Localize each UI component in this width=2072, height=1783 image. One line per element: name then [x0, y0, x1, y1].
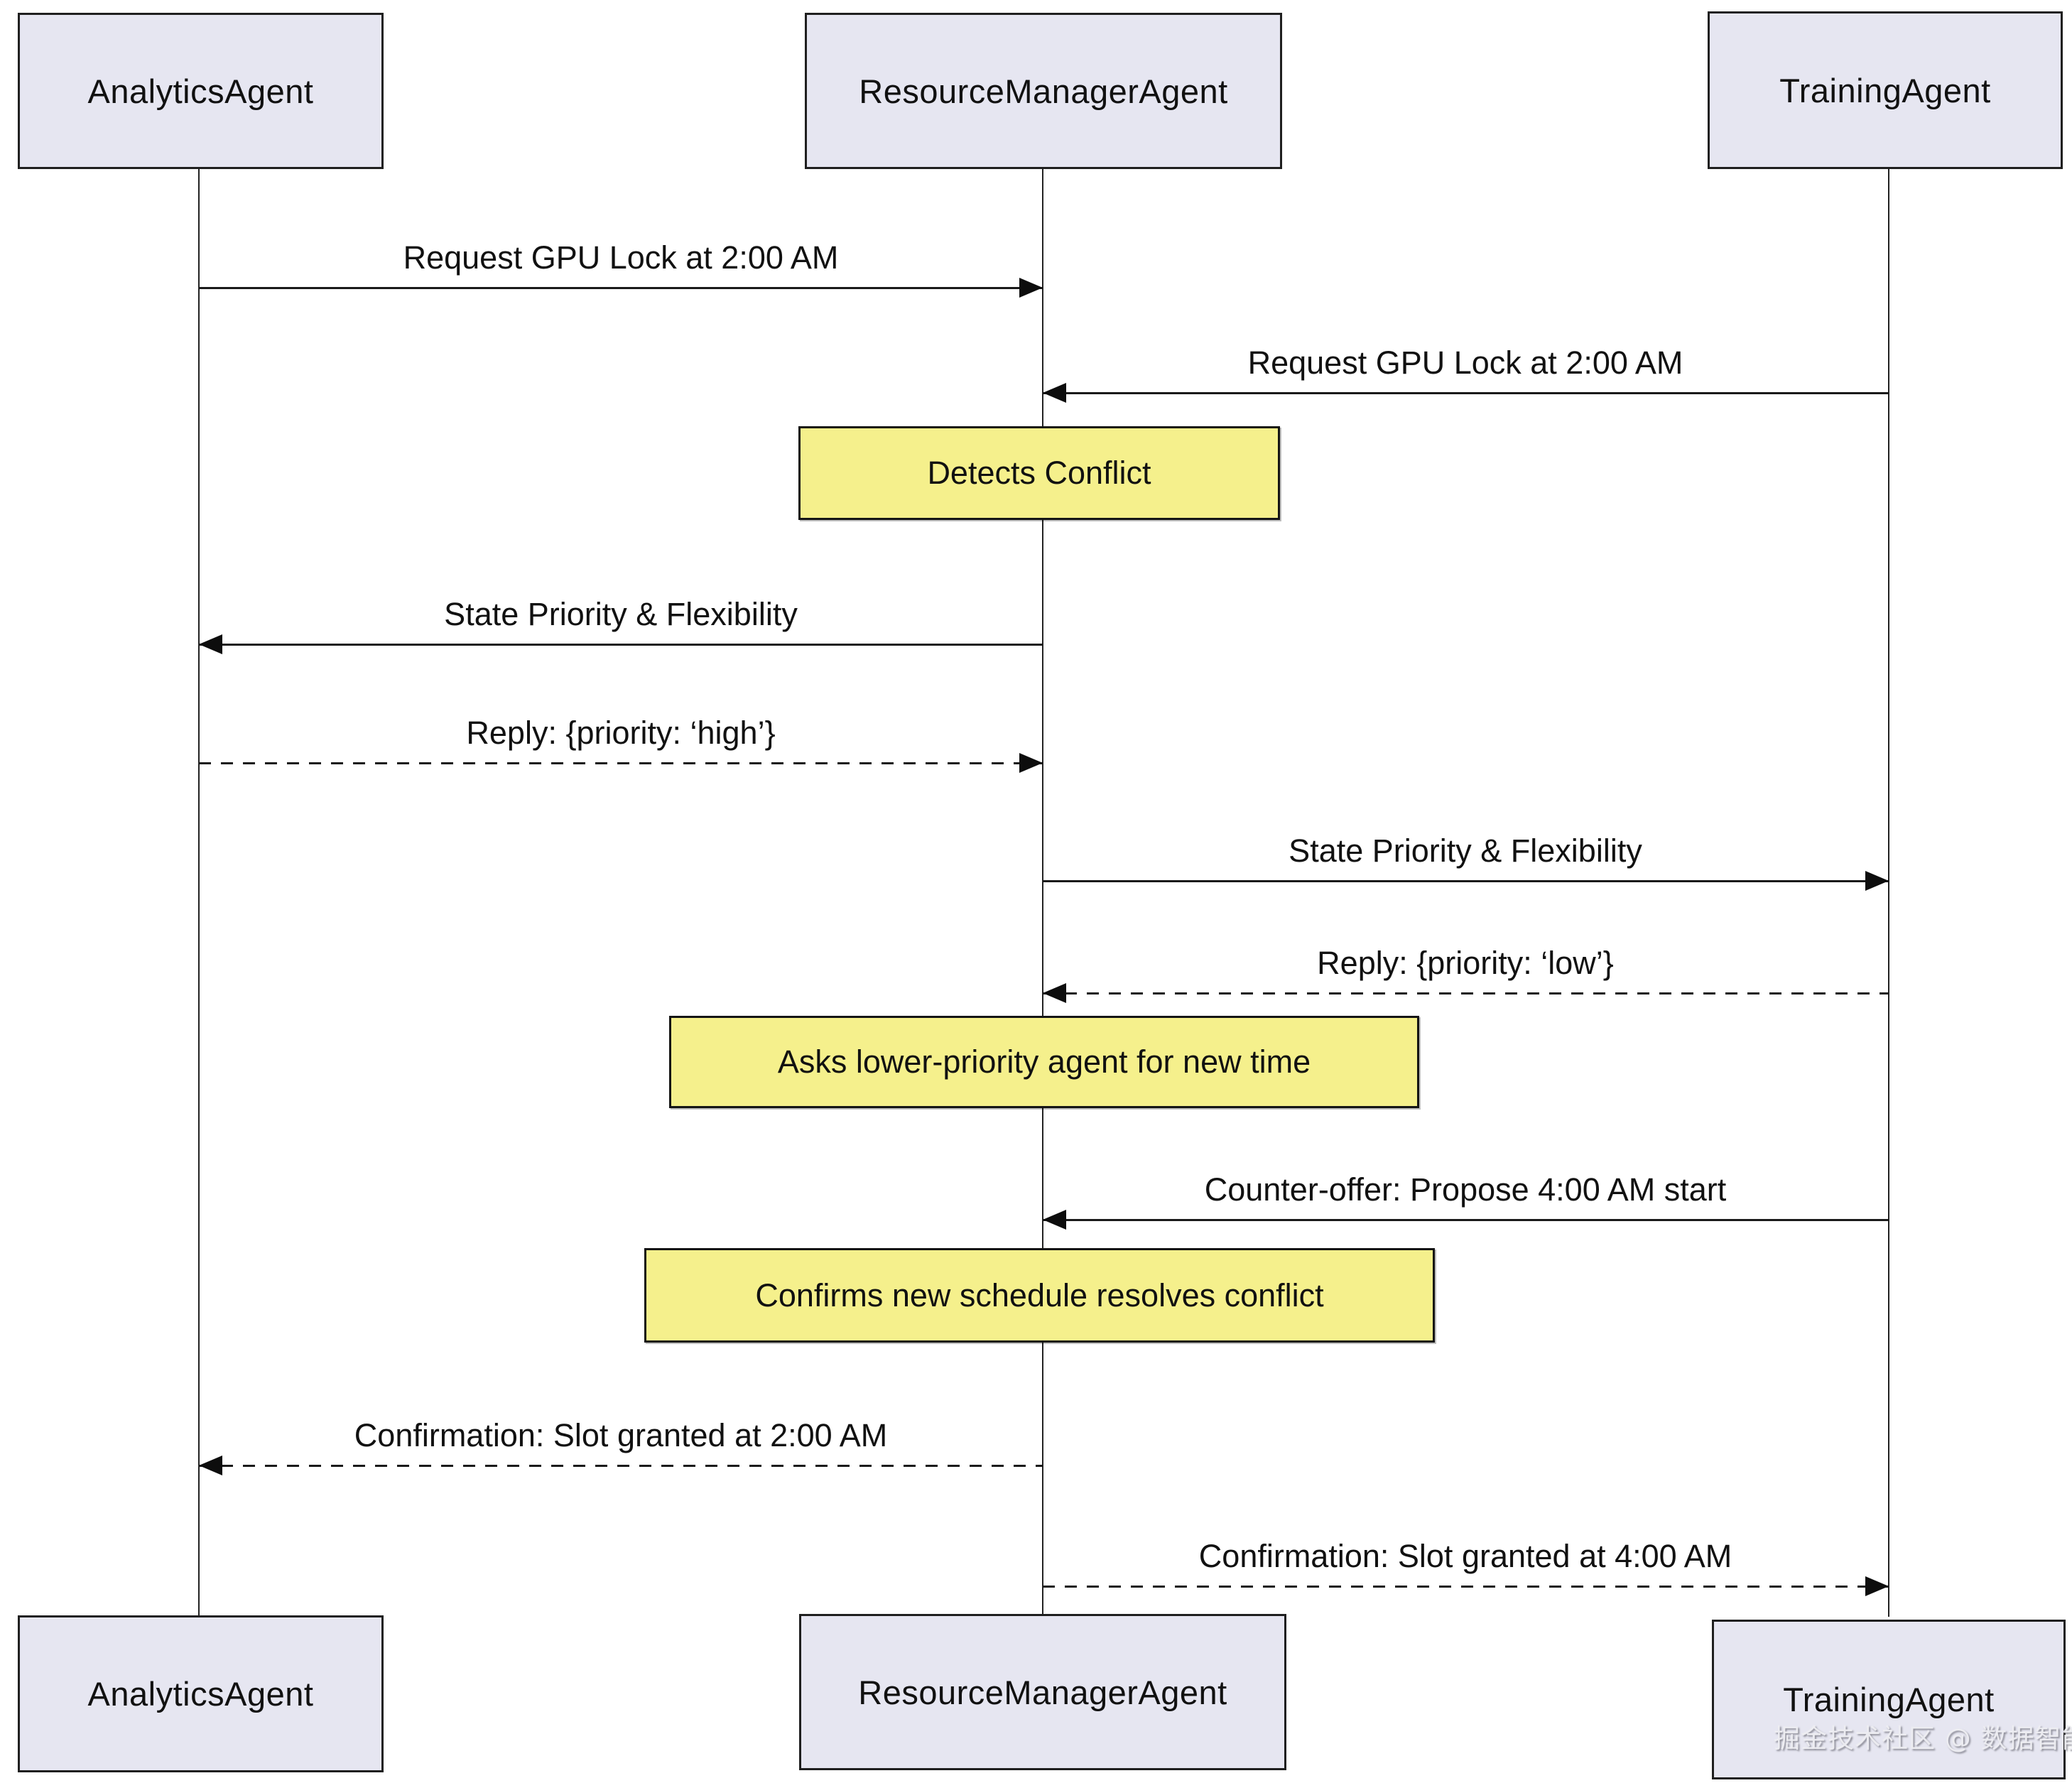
lifeline-analyticsagent	[198, 169, 200, 1617]
actor-box-resourcemanageragent-top: ResourceManagerAgent	[805, 13, 1282, 169]
arrowhead-left-icon	[1043, 1210, 1066, 1230]
arrowhead-left-icon	[1043, 983, 1066, 1003]
actor-box-analyticsagent-top: AnalyticsAgent	[18, 13, 384, 169]
message-line	[1043, 1219, 1889, 1221]
actor-box-trainingagent-top: TrainingAgent	[1708, 11, 2063, 169]
message-label: Confirmation: Slot granted at 4:00 AM	[1198, 1538, 1732, 1574]
message-label: State Priority & Flexibility	[444, 596, 798, 632]
message-line	[199, 1465, 1043, 1467]
message-line	[1043, 1586, 1889, 1588]
actor-box-resourcemanageragent-bottom: ResourceManagerAgent	[799, 1614, 1286, 1770]
actor-label: ResourceManagerAgent	[859, 72, 1228, 110]
message-label: Request GPU Lock at 2:00 AM	[1247, 345, 1683, 381]
actor-label: TrainingAgent	[1783, 1681, 1995, 1718]
arrowhead-left-icon	[199, 634, 222, 654]
message-label: Reply: {priority: ‘low’}	[1317, 945, 1614, 981]
note-confirms-new-schedule: Confirms new schedule resolves conflict	[644, 1248, 1435, 1343]
arrowhead-right-icon	[1865, 871, 1889, 891]
arrowhead-right-icon	[1865, 1576, 1889, 1596]
message-line	[1043, 880, 1889, 882]
message-label: Counter-offer: Propose 4:00 AM start	[1204, 1171, 1727, 1208]
actor-label: ResourceManagerAgent	[858, 1673, 1227, 1711]
message-line	[199, 644, 1043, 646]
message-line	[1043, 992, 1889, 995]
note-label: Detects Conflict	[927, 455, 1151, 491]
message-label: Confirmation: Slot granted at 2:00 AM	[354, 1417, 888, 1453]
lifeline-resourcemanageragent	[1042, 169, 1043, 1617]
message-line	[1043, 392, 1889, 394]
message-label: Request GPU Lock at 2:00 AM	[403, 239, 839, 276]
note-label: Asks lower-priority agent for new time	[777, 1044, 1311, 1080]
actor-box-trainingagent-bottom: TrainingAgent	[1712, 1620, 2066, 1779]
actor-label: TrainingAgent	[1779, 71, 1991, 109]
message-label: Reply: {priority: ‘high’}	[466, 715, 776, 751]
message-line	[199, 287, 1043, 289]
watermark-text: 掘金技术社区 @ 数据智能老司机	[1774, 1723, 2072, 1754]
note-label: Confirms new schedule resolves conflict	[755, 1277, 1324, 1313]
note-detects-conflict: Detects Conflict	[798, 426, 1280, 520]
actor-label: AnalyticsAgent	[87, 72, 314, 110]
arrowhead-left-icon	[1043, 383, 1066, 403]
lifeline-trainingagent	[1888, 169, 1889, 1617]
message-label: State Priority & Flexibility	[1289, 833, 1642, 869]
arrowhead-right-icon	[1019, 278, 1043, 298]
actor-box-analyticsagent-bottom: AnalyticsAgent	[18, 1615, 384, 1772]
note-asks-lower-priority: Asks lower-priority agent for new time	[669, 1016, 1419, 1108]
message-line	[199, 762, 1043, 764]
arrowhead-left-icon	[199, 1456, 222, 1475]
arrowhead-right-icon	[1019, 753, 1043, 773]
actor-label: AnalyticsAgent	[87, 1675, 314, 1713]
